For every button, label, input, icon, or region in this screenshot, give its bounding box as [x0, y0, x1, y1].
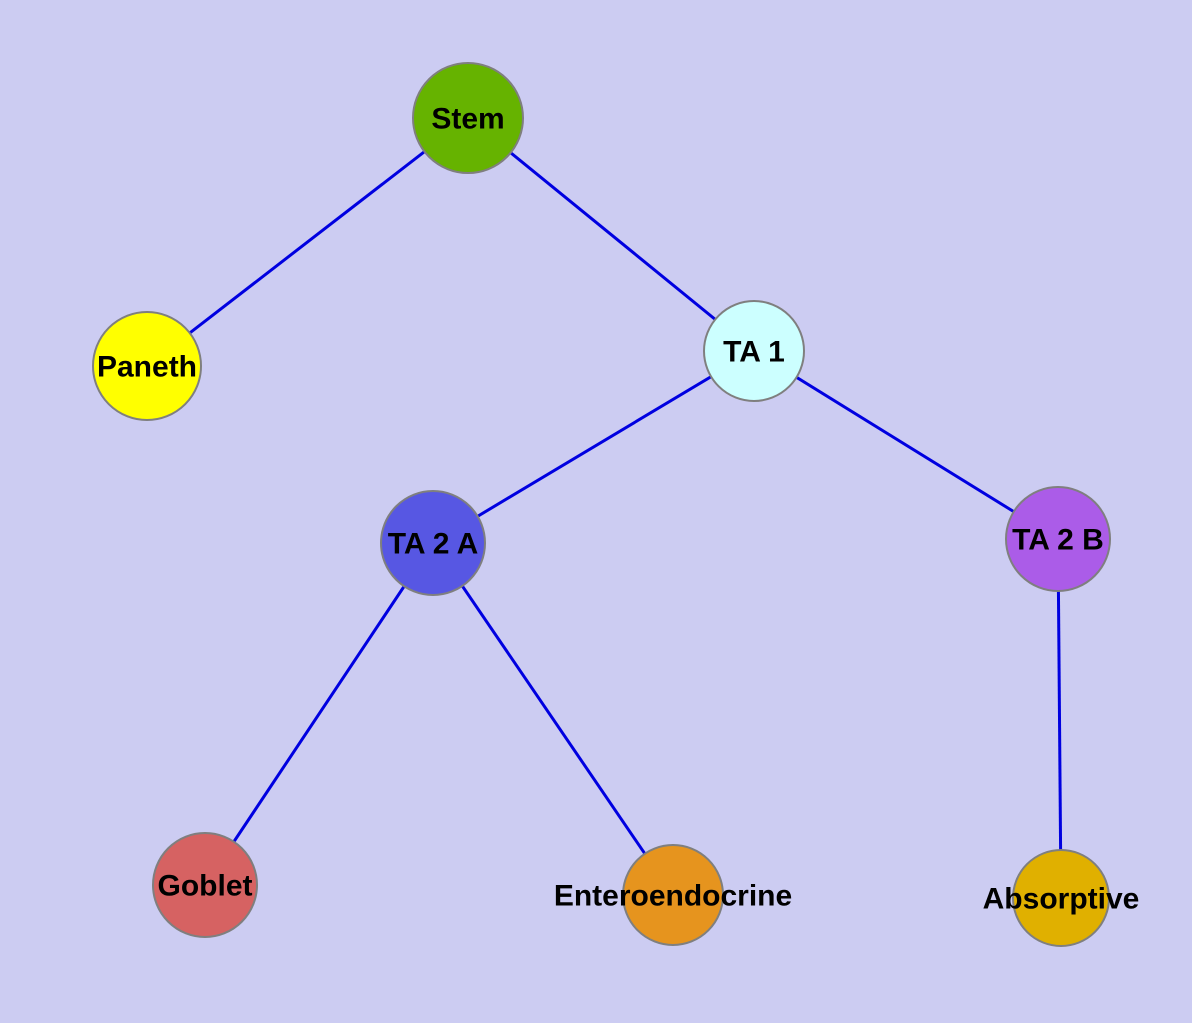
node-circle-ta2a[interactable] — [380, 490, 486, 596]
edge-ta1-ta2b — [753, 349, 1059, 541]
node-paneth[interactable]: Paneth — [92, 311, 202, 421]
node-ta1[interactable]: TA 1 — [703, 300, 805, 402]
edge-ta2a-enteroendocrine — [431, 542, 675, 896]
edge-ta2a-goblet — [203, 542, 435, 886]
edge-ta1-ta2a — [432, 349, 755, 545]
node-goblet[interactable]: Goblet — [152, 832, 258, 938]
node-stem[interactable]: Stem — [412, 62, 524, 174]
node-ta2a[interactable]: TA 2 A — [380, 490, 486, 596]
edge-stem-ta1 — [467, 116, 755, 353]
node-circle-ta1[interactable] — [703, 300, 805, 402]
edge-ta2b-absorptive — [1056, 538, 1063, 899]
node-circle-ta2b[interactable] — [1005, 486, 1111, 592]
edge-stem-paneth — [146, 116, 469, 368]
node-circle-goblet[interactable] — [152, 832, 258, 938]
node-ta2b[interactable]: TA 2 B — [1005, 486, 1111, 592]
node-circle-absorptive[interactable] — [1012, 849, 1110, 947]
node-circle-paneth[interactable] — [92, 311, 202, 421]
node-circle-stem[interactable] — [412, 62, 524, 174]
node-circle-enteroendocrine[interactable] — [622, 844, 724, 946]
